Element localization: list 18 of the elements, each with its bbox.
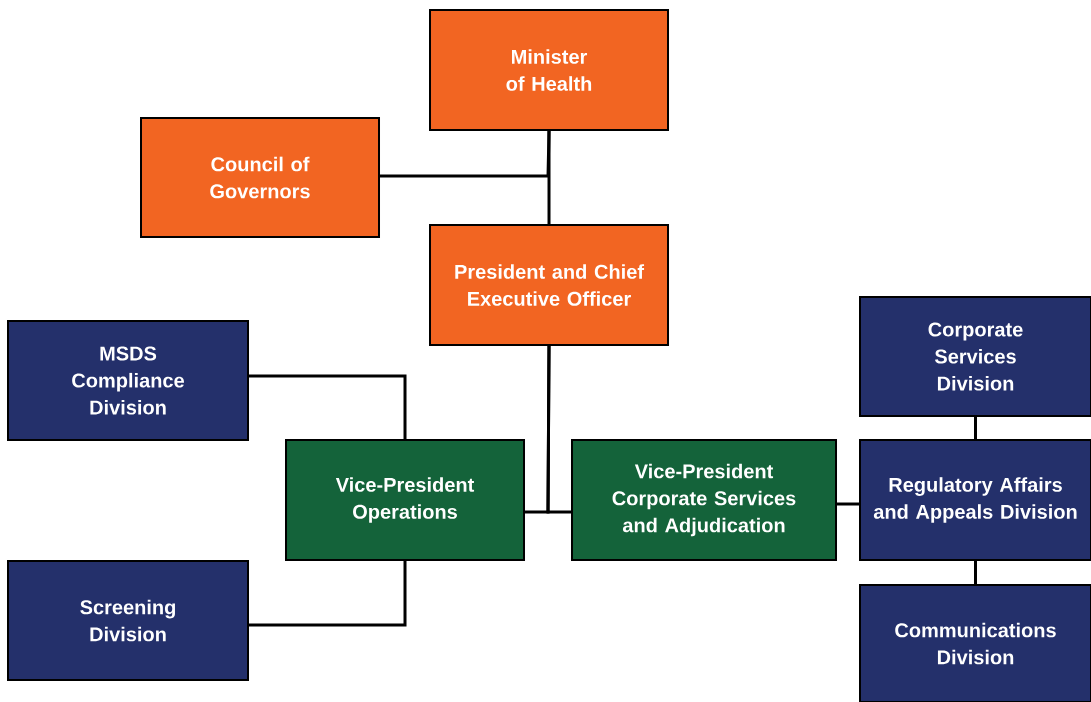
connector-line	[974, 561, 977, 584]
connector-line	[380, 130, 551, 178]
org-box: Screening Division	[7, 560, 249, 681]
org-box: Communications Division	[859, 584, 1091, 702]
org-box: Regulatory Affairs and Appeals Division	[859, 439, 1091, 561]
org-box: MSDS Compliance Division	[7, 320, 249, 441]
connector-line	[547, 131, 551, 224]
org-box: President and Chief Executive Officer	[429, 224, 669, 346]
org-box: Vice-President Operations	[285, 439, 525, 561]
connector-line	[249, 374, 407, 439]
org-box: Council of Governors	[140, 117, 380, 238]
connector-line	[249, 561, 407, 627]
connector-line	[546, 346, 571, 514]
connector-line	[837, 502, 859, 506]
org-box: Corporate Services Division	[859, 296, 1091, 417]
org-box: Minister of Health	[429, 9, 669, 131]
connector-line	[974, 417, 977, 439]
org-box: Vice-President Corporate Services and Adjudication	[571, 439, 837, 561]
